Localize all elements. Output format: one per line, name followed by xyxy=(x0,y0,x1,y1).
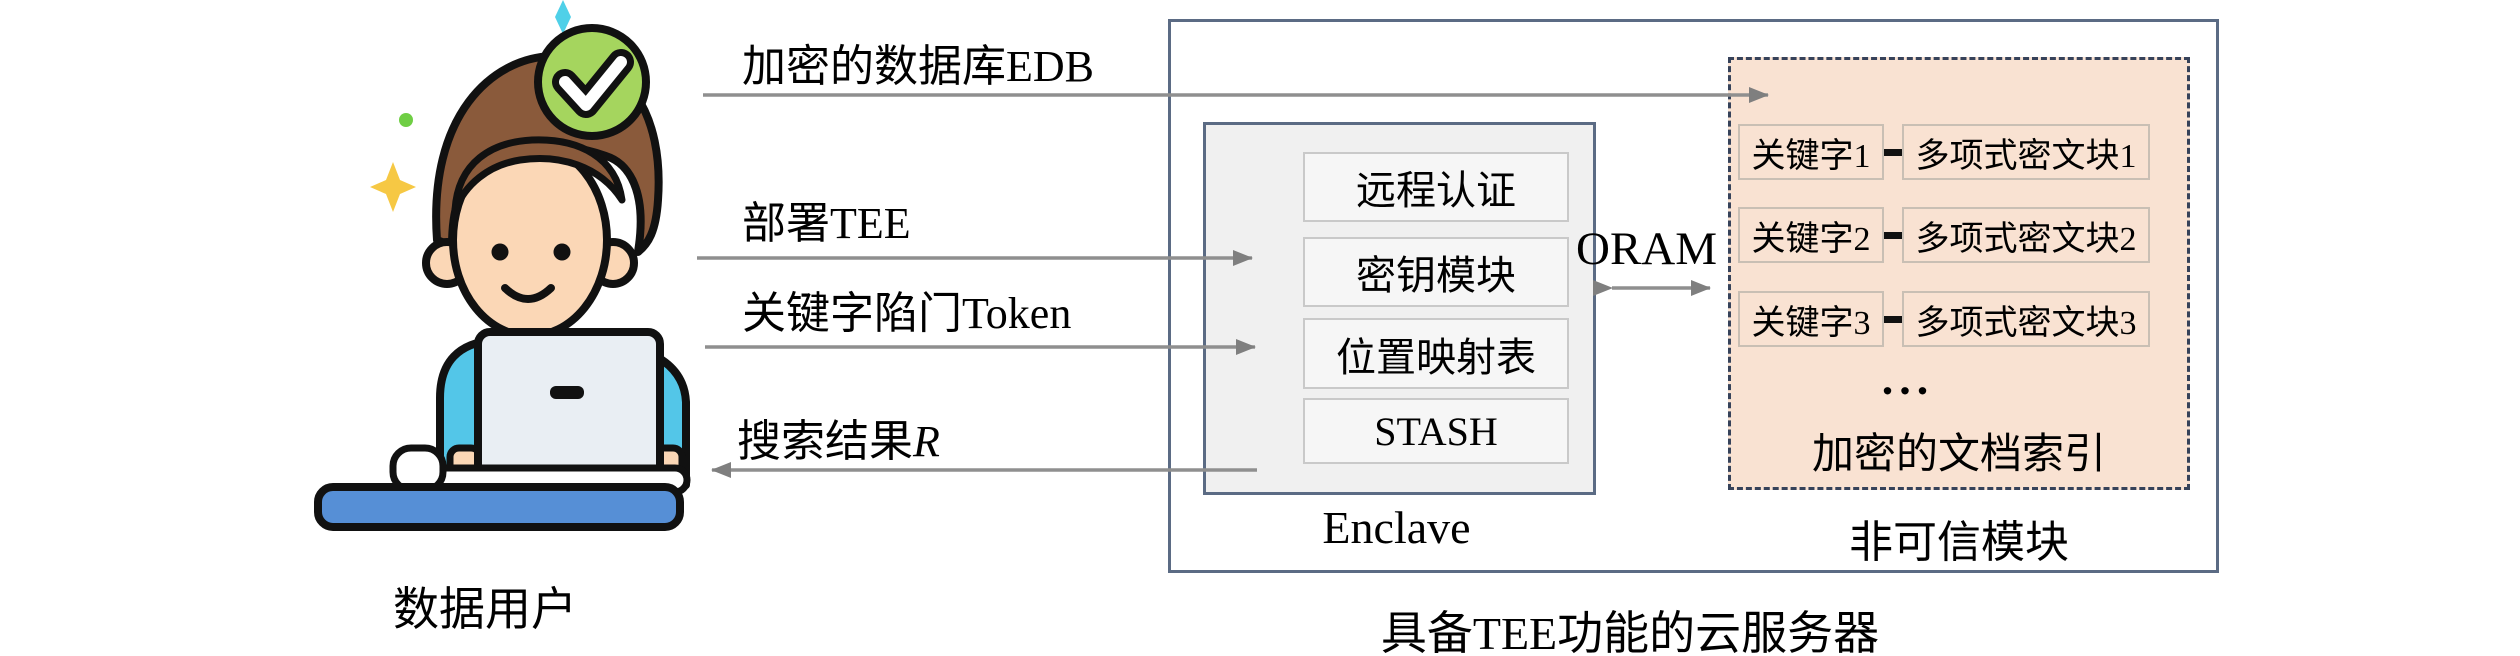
hair-fringe xyxy=(451,136,626,214)
sparkle-pink-star-icon xyxy=(618,340,662,386)
shirt xyxy=(436,336,690,489)
eye-left xyxy=(491,243,509,261)
sparkle-green-dot-icon xyxy=(399,113,413,127)
cloud-server-caption: 具备TEE功能的云服务器 xyxy=(1380,608,1880,656)
sparkle-cyan-icon xyxy=(555,0,571,34)
trapdoor-token-arrow-label: 关键字陷门Token xyxy=(742,289,1072,338)
block-label: 多项式密文块2 xyxy=(1915,220,2137,258)
keyword-label: 关键字1 xyxy=(1751,137,1871,175)
module-label: STASH xyxy=(1374,408,1498,454)
module-label: 密钥模块 xyxy=(1356,253,1516,298)
block-label: 多项式密文块3 xyxy=(1915,304,2137,342)
module-stash: STASH xyxy=(1303,398,1569,464)
keyword-box: 关键字3 xyxy=(1738,291,1884,347)
laptop-logo xyxy=(550,386,584,399)
module-remote-attestation: 远程认证 xyxy=(1303,152,1569,222)
smile xyxy=(501,284,555,303)
keyword-label: 关键字2 xyxy=(1751,220,1871,258)
index-row-3: 关键字3 多项式密文块3 xyxy=(1738,291,2150,347)
keyword-box: 关键字1 xyxy=(1738,124,1884,180)
face xyxy=(449,140,611,340)
ciphertext-block-box: 多项式密文块1 xyxy=(1902,124,2150,180)
ciphertext-block-box: 多项式密文块3 xyxy=(1902,291,2150,347)
keyword-box: 关键字2 xyxy=(1738,207,1884,263)
ear-left xyxy=(422,238,472,288)
index-ellipsis: ... xyxy=(1881,353,1935,404)
index-row-1: 关键字1 多项式密文块1 xyxy=(1738,124,2150,180)
module-label: 位置映射表 xyxy=(1336,334,1536,380)
data-user-caption: 数据用户 xyxy=(393,584,577,635)
enclave-caption: Enclave xyxy=(1322,502,1471,553)
sparkle-yellow-star-icon xyxy=(370,162,416,212)
link-dash-icon xyxy=(1884,148,1902,156)
search-result-arrow-label: 搜索结果R xyxy=(737,417,940,468)
link-dash-icon xyxy=(1884,315,1902,323)
search-result-variable: R xyxy=(913,417,940,466)
data-user-illustration xyxy=(314,0,691,531)
ciphertext-block-box: 多项式密文块2 xyxy=(1902,207,2150,263)
laptop-base xyxy=(411,464,691,496)
mouse xyxy=(389,444,447,494)
oram-label: ORAM xyxy=(1576,223,1718,275)
edb-arrow-label: 加密的数据库EDB xyxy=(742,42,1094,91)
eye-right xyxy=(553,243,571,261)
block-label: 多项式密文块1 xyxy=(1915,137,2137,175)
keyword-label: 关键字3 xyxy=(1751,304,1871,342)
link-dash-icon xyxy=(1884,231,1902,239)
encrypted-doc-index-label: 加密的文档索引 xyxy=(1811,432,2106,478)
untrusted-module-caption: 非可信模块 xyxy=(1849,518,2069,567)
check-badge-icon xyxy=(534,24,650,140)
search-result-text: 搜索结果 xyxy=(737,417,913,466)
module-position-map: 位置映射表 xyxy=(1303,318,1569,389)
ear-right xyxy=(588,238,638,288)
wrist-right xyxy=(648,444,686,494)
module-label: 远程认证 xyxy=(1356,168,1516,213)
index-row-2: 关键字2 多项式密文块2 xyxy=(1738,207,2150,263)
hair xyxy=(432,51,663,256)
deploy-tee-arrow-label: 部署TEE xyxy=(742,199,911,248)
wrist-left xyxy=(446,444,484,494)
desk xyxy=(314,483,684,531)
sparkle-yellow-dot-icon xyxy=(625,418,637,430)
module-key-module: 密钥模块 xyxy=(1303,237,1569,307)
laptop-screen xyxy=(474,328,664,482)
